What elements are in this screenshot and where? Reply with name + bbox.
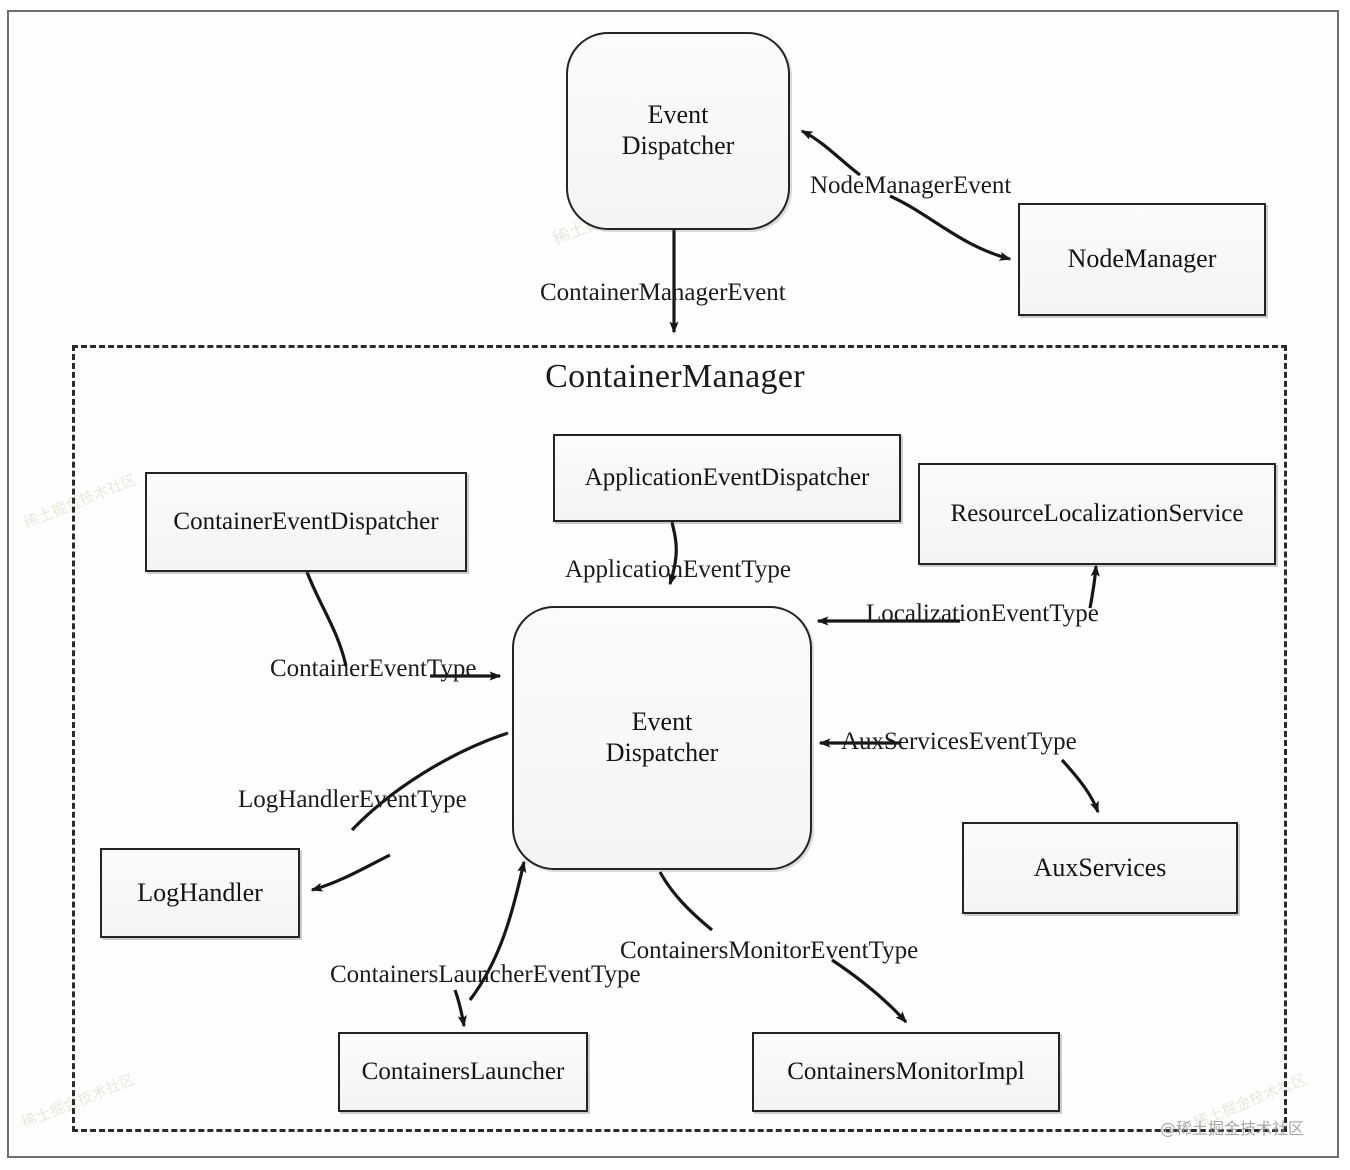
node-resource-localization-service[interactable]: ResourceLocalizationService — [918, 463, 1276, 565]
edge-label-log-handler-event-type: LogHandlerEventType — [238, 786, 467, 813]
node-label: ContainersMonitorImpl — [787, 1058, 1025, 1086]
node-event-dispatcher-top[interactable]: Event Dispatcher — [566, 32, 790, 230]
edge-label-localization-event-type: LocalizationEventType — [866, 600, 1099, 627]
edge-label-container-manager-event: ContainerManagerEvent — [540, 279, 786, 306]
node-aux-services[interactable]: AuxServices — [962, 822, 1238, 914]
node-label: NodeManager — [1067, 244, 1217, 274]
edge-label-containers-launcher-event-type: ContainersLauncherEventType — [330, 961, 641, 988]
node-label-line2: Dispatcher — [621, 131, 735, 160]
node-label: ContainerEventDispatcher — [173, 508, 439, 536]
edge-label-node-manager-event: NodeManagerEvent — [810, 172, 1012, 199]
node-label: ContainersLauncher — [361, 1058, 565, 1086]
node-container-event-dispatcher[interactable]: ContainerEventDispatcher — [145, 472, 467, 572]
node-application-event-dispatcher[interactable]: ApplicationEventDispatcher — [553, 434, 901, 522]
node-label: ApplicationEventDispatcher — [584, 464, 870, 492]
node-containers-launcher[interactable]: ContainersLauncher — [338, 1032, 588, 1112]
container-manager-group — [72, 345, 1287, 1132]
node-label-line1: Event — [647, 100, 709, 130]
node-label: AuxServices — [1033, 852, 1167, 882]
node-event-dispatcher-main[interactable]: Event Dispatcher — [512, 606, 812, 870]
node-containers-monitor-impl[interactable]: ContainersMonitorImpl — [752, 1032, 1060, 1112]
node-node-manager[interactable]: NodeManager — [1018, 203, 1266, 316]
edge-label-containers-monitor-event-type: ContainersMonitorEventType — [620, 937, 919, 964]
source-watermark: @稀土掘金技术社区 — [1160, 1119, 1305, 1138]
node-log-handler[interactable]: LogHandler — [100, 848, 300, 938]
edge-label-container-event-type: ContainerEventType — [270, 655, 477, 682]
container-manager-title: ContainerManager — [545, 358, 805, 395]
edge-label-aux-services-event-type: AuxServicesEventType — [841, 728, 1077, 755]
node-label-line1: Event — [631, 707, 693, 737]
node-label: LogHandler — [137, 877, 263, 907]
node-label: ResourceLocalizationService — [950, 500, 1244, 528]
node-label-line2: Dispatcher — [605, 738, 719, 767]
edge-label-application-event-type: ApplicationEventType — [565, 556, 791, 583]
